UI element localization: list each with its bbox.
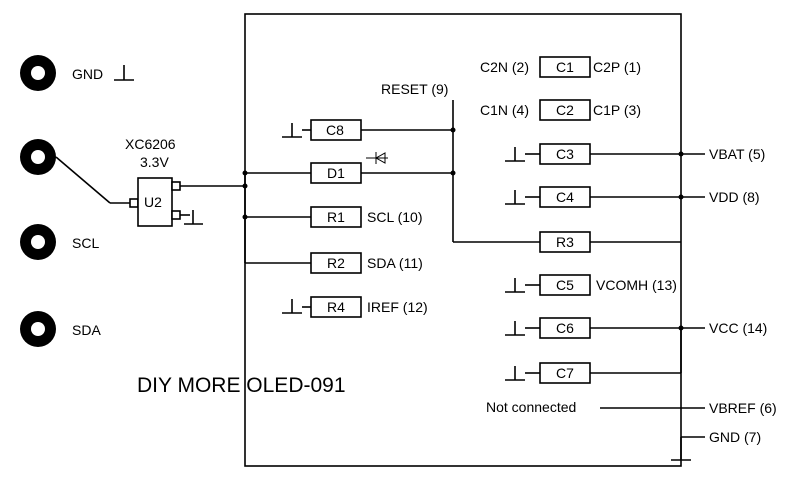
resistor-r4-label: R4 — [327, 299, 345, 315]
diode-icon — [366, 152, 388, 164]
pin-c2n: C2N (2) — [480, 59, 529, 75]
u2-body — [137, 177, 173, 227]
pad-sda-label: SDA — [72, 322, 101, 338]
ground-symbol — [505, 147, 525, 162]
ground-symbol — [671, 437, 691, 461]
ground-symbol — [505, 321, 525, 336]
wire-pad-to-u2 — [55, 156, 111, 204]
pad-vcc — [20, 139, 56, 175]
u2-pin-gnd — [171, 210, 181, 220]
ground-symbol — [282, 299, 302, 314]
cap-c2-label: C2 — [556, 102, 574, 118]
ground-symbol — [505, 278, 525, 293]
u2-ref: U2 — [144, 194, 162, 210]
cap-c1 — [539, 56, 591, 78]
resistor-r3-label: R3 — [556, 234, 574, 250]
u2-pin-out — [171, 181, 181, 191]
junction — [450, 127, 456, 133]
pad-scl — [20, 224, 56, 260]
cap-c3-label: C3 — [556, 146, 574, 162]
pin-vcc: VCC (14) — [709, 320, 767, 336]
regulator-voltage: 3.3V — [140, 154, 169, 170]
pin-vbref: VBREF (6) — [709, 400, 777, 416]
junction — [678, 151, 684, 157]
cap-c5 — [539, 274, 591, 296]
pin-iref: IREF (12) — [367, 299, 428, 315]
cap-c6-label: C6 — [556, 320, 574, 336]
diagram-title: DIY MORE OLED-091 — [137, 374, 346, 397]
resistor-r1 — [310, 206, 362, 228]
pin-vcomh: VCOMH (13) — [596, 277, 677, 293]
pin-sda: SDA (11) — [367, 255, 423, 271]
pad-gnd-label: GND — [72, 66, 103, 82]
junction — [678, 194, 684, 200]
module-outline — [244, 13, 682, 467]
cap-c2 — [539, 99, 591, 121]
u2-pin-in — [129, 198, 139, 208]
junction — [678, 325, 684, 331]
cap-c5-label: C5 — [556, 277, 574, 293]
ground-symbol — [114, 65, 134, 81]
pad-sda — [20, 311, 56, 347]
pad-gnd — [20, 55, 56, 91]
ground-symbol — [184, 210, 203, 225]
pin-c2p: C2P (1) — [593, 59, 641, 75]
ground-symbol — [505, 366, 525, 381]
pin-vdd: VDD (8) — [709, 189, 760, 205]
pin-c1n: C1N (4) — [480, 102, 529, 118]
junction — [242, 183, 248, 189]
label-not-connected: Not connected — [486, 399, 576, 415]
pad-scl-label: SCL — [72, 235, 99, 251]
cap-c7-label: C7 — [556, 365, 574, 381]
resistor-r1-label: R1 — [327, 209, 345, 225]
cap-c4-label: C4 — [556, 189, 574, 205]
resistor-r2 — [310, 252, 362, 274]
pin-reset: RESET (9) — [381, 81, 448, 97]
resistor-r2-label: R2 — [327, 255, 345, 271]
resistor-r4 — [310, 296, 362, 318]
ground-symbol — [505, 190, 525, 205]
pin-vbat: VBAT (5) — [709, 146, 765, 162]
pin-scl: SCL (10) — [367, 209, 423, 225]
pin-gnd: GND (7) — [709, 429, 761, 445]
ground-symbol — [282, 123, 302, 138]
pin-c1p: C1P (3) — [593, 102, 641, 118]
regulator-name: XC6206 — [125, 136, 176, 152]
cap-c8-label: C8 — [326, 122, 344, 138]
cap-c1-label: C1 — [556, 59, 574, 75]
diode-d1-label: D1 — [327, 165, 345, 181]
